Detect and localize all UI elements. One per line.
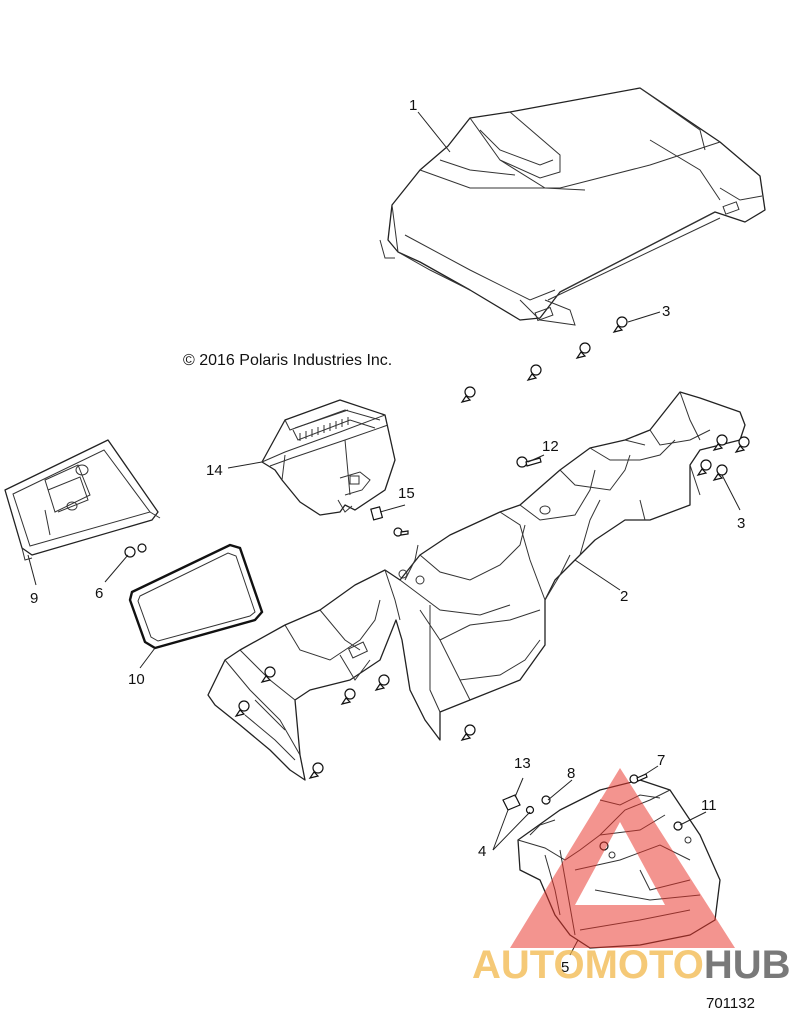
pushpin-fastener-icon [712,434,728,451]
watermark-text-part-b: HUB [704,943,791,987]
pushpin-fastener-icon [612,316,628,333]
callout-3-top: 3 [662,303,670,320]
copyright-notice: © 2016 Polaris Industries Inc. [183,352,392,369]
screw-icon [629,773,648,784]
pushpin-fastener-icon [340,688,356,705]
callout-12: 12 [542,438,559,455]
callout-8: 8 [567,765,575,782]
pushpin-fastener-icon [712,464,728,481]
pushpin-fastener-icon [460,724,476,741]
callout-4: 4 [478,843,486,860]
clip-icon [370,506,384,521]
pushpin-fastener-icon [234,700,250,717]
fasteners [124,316,750,851]
part-14-storage-bin [261,399,396,516]
callout-7: 7 [657,752,665,769]
callout-labels: 1 2 3 3 4 5 6 7 8 9 10 11 12 13 14 15 [30,97,745,976]
figure-number: 701132 [706,995,755,1012]
callout-5: 5 [561,959,569,976]
part-1-upper-dash-cover [379,87,766,326]
leader-lines [27,111,741,956]
pushpin-fastener-icon [260,666,276,683]
pushpin-fastener-icon [460,386,476,403]
callout-14: 14 [206,462,223,479]
watermark-triangle-logo [510,768,735,948]
pushpin-fastener-icon [673,821,683,831]
callout-2: 2 [620,588,628,605]
callout-13: 13 [514,755,531,772]
callout-6: 6 [95,585,103,602]
pushpin-fastener-icon [308,762,324,779]
screw-icon [525,805,535,815]
screw-icon [541,795,551,805]
clip-icon [502,794,521,811]
callout-3-right: 3 [737,515,745,532]
screw-icon [393,527,409,537]
pushpin-fastener-icon [575,342,591,359]
part-9-glove-box-door [4,439,161,561]
pushpin-fastener-icon [374,674,390,691]
callout-10: 10 [128,671,145,688]
pushpin-fastener-icon [696,459,712,476]
watermark-text-part-a: AUTOMOTO [472,943,704,987]
part-10-seal [128,543,264,650]
callout-11: 11 [701,797,717,814]
pushpin-fastener-icon [734,436,750,453]
pushpin-fastener-icon [124,543,147,558]
callout-9: 9 [30,590,38,607]
svg-text:AUTOMOTOHUB: AUTOMOTOHUB [472,943,791,987]
part-2-lower-dash [207,391,746,781]
automotohub-watermark: AUTOMOTOHUB [472,768,791,987]
callout-1: 1 [409,97,417,114]
callout-15: 15 [398,485,415,502]
pushpin-fastener-icon [526,364,542,381]
